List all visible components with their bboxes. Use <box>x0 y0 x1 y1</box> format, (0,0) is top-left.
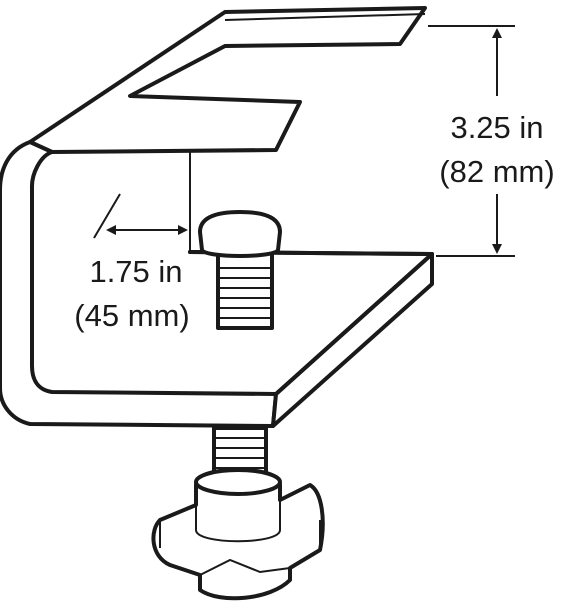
pad-cap <box>198 210 282 258</box>
depth-imperial-label: 1.75 in <box>89 254 182 289</box>
clamp-frame <box>0 6 434 428</box>
screw-threads <box>214 437 266 469</box>
knob-hub-top <box>194 468 282 496</box>
knob-hub-side <box>195 482 281 543</box>
height-imperial-label: 3.25 in <box>450 110 543 145</box>
depth-dimension: 1.75 in (45 mm) <box>74 193 190 333</box>
height-dimension: 3.25 in (82 mm) <box>428 25 555 257</box>
depth-extension-line <box>93 193 121 239</box>
swivel-pad <box>198 210 282 330</box>
pad-threads <box>218 267 272 319</box>
star-knob <box>151 468 325 601</box>
top-jaw-edge <box>224 13 426 21</box>
height-metric-label: (82 mm) <box>439 154 554 189</box>
depth-metric-label: (45 mm) <box>74 298 189 333</box>
knob-lobe-edges <box>159 520 321 576</box>
top-jaw <box>28 6 427 154</box>
